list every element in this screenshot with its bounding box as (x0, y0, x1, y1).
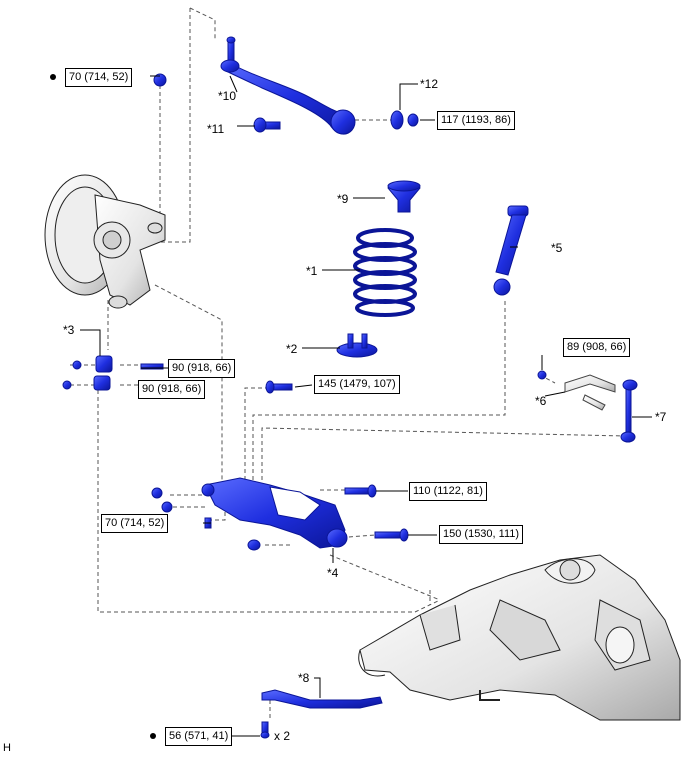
torque-spec-top-left: 70 (714, 52) (65, 68, 133, 87)
quantity-note: x 2 (274, 729, 291, 743)
callout-7: *7 (655, 410, 667, 424)
bullet-dot (50, 74, 56, 80)
lower-control-arm (201, 477, 348, 549)
torque-spec-lower-arm-inner: 110 (1122, 81) (409, 482, 487, 501)
callout-2: *2 (286, 342, 298, 356)
coil-spring (353, 228, 417, 317)
shock-absorber (493, 205, 529, 296)
callout-4: *4 (327, 566, 339, 580)
stabilizer-bar (564, 374, 616, 411)
lower-spring-seat (336, 333, 378, 358)
corner-letter: H (3, 742, 11, 754)
upper-control-arm (220, 36, 356, 135)
torque-spec-lower-arm-front: 150 (1530, 111) (439, 525, 524, 544)
upper-arm-fasteners (153, 73, 419, 133)
torque-spec-toe-lower: 90 (918, 66) (138, 380, 206, 399)
torque-spec-stabilizer-link: 89 (908, 66) (563, 338, 631, 357)
torque-spec-toe-upper: 90 (918, 66) (168, 359, 236, 378)
callout-6: *6 (535, 394, 547, 408)
callout-leaders (80, 75, 652, 737)
callout-3: *3 (63, 323, 75, 337)
callout-8: *8 (298, 671, 310, 685)
callout-5: *5 (551, 241, 563, 255)
rear-axle-carrier (44, 174, 166, 309)
callout-10: *10 (218, 89, 237, 103)
torque-spec-lower-arm-left: 70 (714, 52) (101, 514, 169, 533)
stabilizer-link (537, 370, 638, 443)
callout-1: *1 (306, 264, 318, 278)
torque-spec-lower-arm-bolt: 145 (1479, 107) (314, 375, 400, 394)
bullet-dot (150, 733, 156, 739)
callout-12: *12 (420, 77, 439, 91)
spring-bumper (387, 180, 421, 213)
rear-subframe (358, 554, 681, 721)
brace (260, 689, 383, 739)
torque-spec-brace-bolt: 56 (571, 41) (165, 727, 233, 746)
callout-9: *9 (337, 192, 349, 206)
callout-11: *11 (207, 122, 225, 136)
torque-spec-upper-arm-nut: 117 (1193, 86) (437, 111, 515, 130)
